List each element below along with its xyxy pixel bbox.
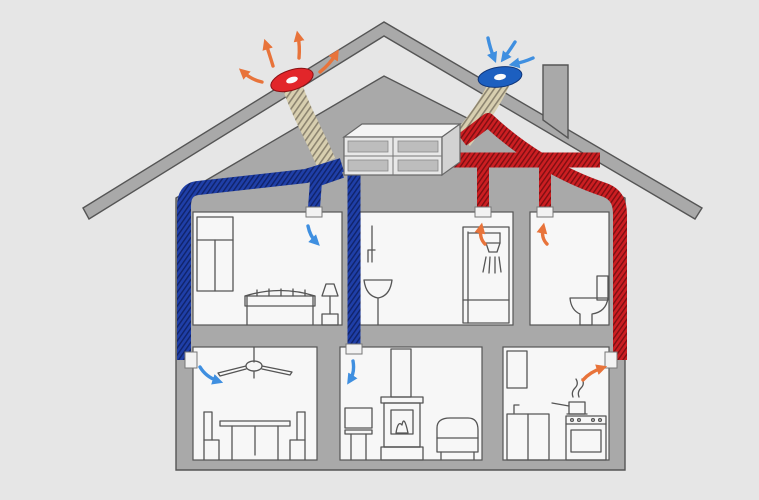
heat-recovery-unit-icon [342,122,462,177]
warm-air-arrow-icon [474,222,487,246]
sink-icon [363,225,393,326]
cooking-pot-icon [551,378,588,415]
chimney [542,64,569,140]
chair-icon [203,411,220,461]
exhaust-ducts [436,113,627,360]
warm-air-arrow-icon [262,38,275,68]
grille-toilet [536,206,554,218]
cool-air-arrow-icon [508,56,535,69]
furniture [196,216,609,461]
grille-kitchen [604,351,618,369]
warm-air-arrow-icon [293,30,305,60]
room-bathroom [359,211,514,326]
intake-vent-cap-icon [477,66,523,88]
cool-air-arrow-icon [347,359,358,385]
bathtub-icon [462,226,510,324]
chair-icon [289,411,306,461]
warm-air-arrows [238,30,608,382]
bed-icon [244,288,316,326]
rooms [192,211,610,461]
grille-bathroom [474,206,492,218]
shower-icon [468,232,502,274]
roof [82,21,703,220]
fireplace-icon [380,348,424,461]
lamp-icon [321,283,339,326]
grille-living [345,343,363,355]
cool-air-arrow-icon [198,365,224,385]
cool-air-arrow-icon [306,224,320,246]
cool-air-arrows [198,36,535,385]
armchair-icon [436,417,479,461]
duct-grilles [184,206,618,369]
warm-air-arrow-icon [238,68,264,84]
toilet-icon [569,275,609,326]
exhaust-vent-cap-icon [270,67,314,93]
wardrobe-icon [196,216,234,292]
grille-dining [184,351,198,369]
grille-bedroom [305,206,323,218]
ceiling-fan-icon [217,346,293,379]
tv-icon [344,407,373,461]
dining-table-icon [219,420,291,461]
stove-icon [565,415,607,461]
warm-air-arrow-icon [318,49,339,74]
warm-air-arrow-icon [536,222,549,246]
cool-air-arrow-icon [500,40,517,63]
warm-air-arrow-icon [581,364,608,382]
kitchen-cabinet-icon [506,350,550,461]
cool-air-arrow-icon [486,36,498,64]
